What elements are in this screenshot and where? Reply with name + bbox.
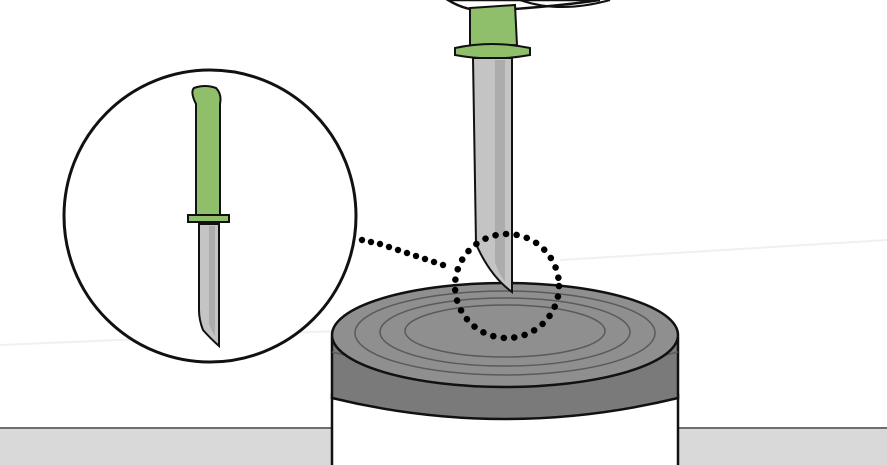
knife-icon — [454, 3, 531, 294]
dotted-focus-circle — [451, 230, 563, 342]
closeup-knife-handle — [191, 85, 222, 219]
closeup-knife-guard — [187, 214, 230, 223]
can-icon — [330, 281, 680, 465]
magnifier-connector — [358, 236, 447, 269]
knife-guard — [454, 43, 531, 60]
knife-blade — [471, 57, 513, 294]
magnifier-circle — [62, 68, 358, 364]
knife-handle — [469, 3, 519, 48]
can-lid-ring — [354, 290, 656, 376]
